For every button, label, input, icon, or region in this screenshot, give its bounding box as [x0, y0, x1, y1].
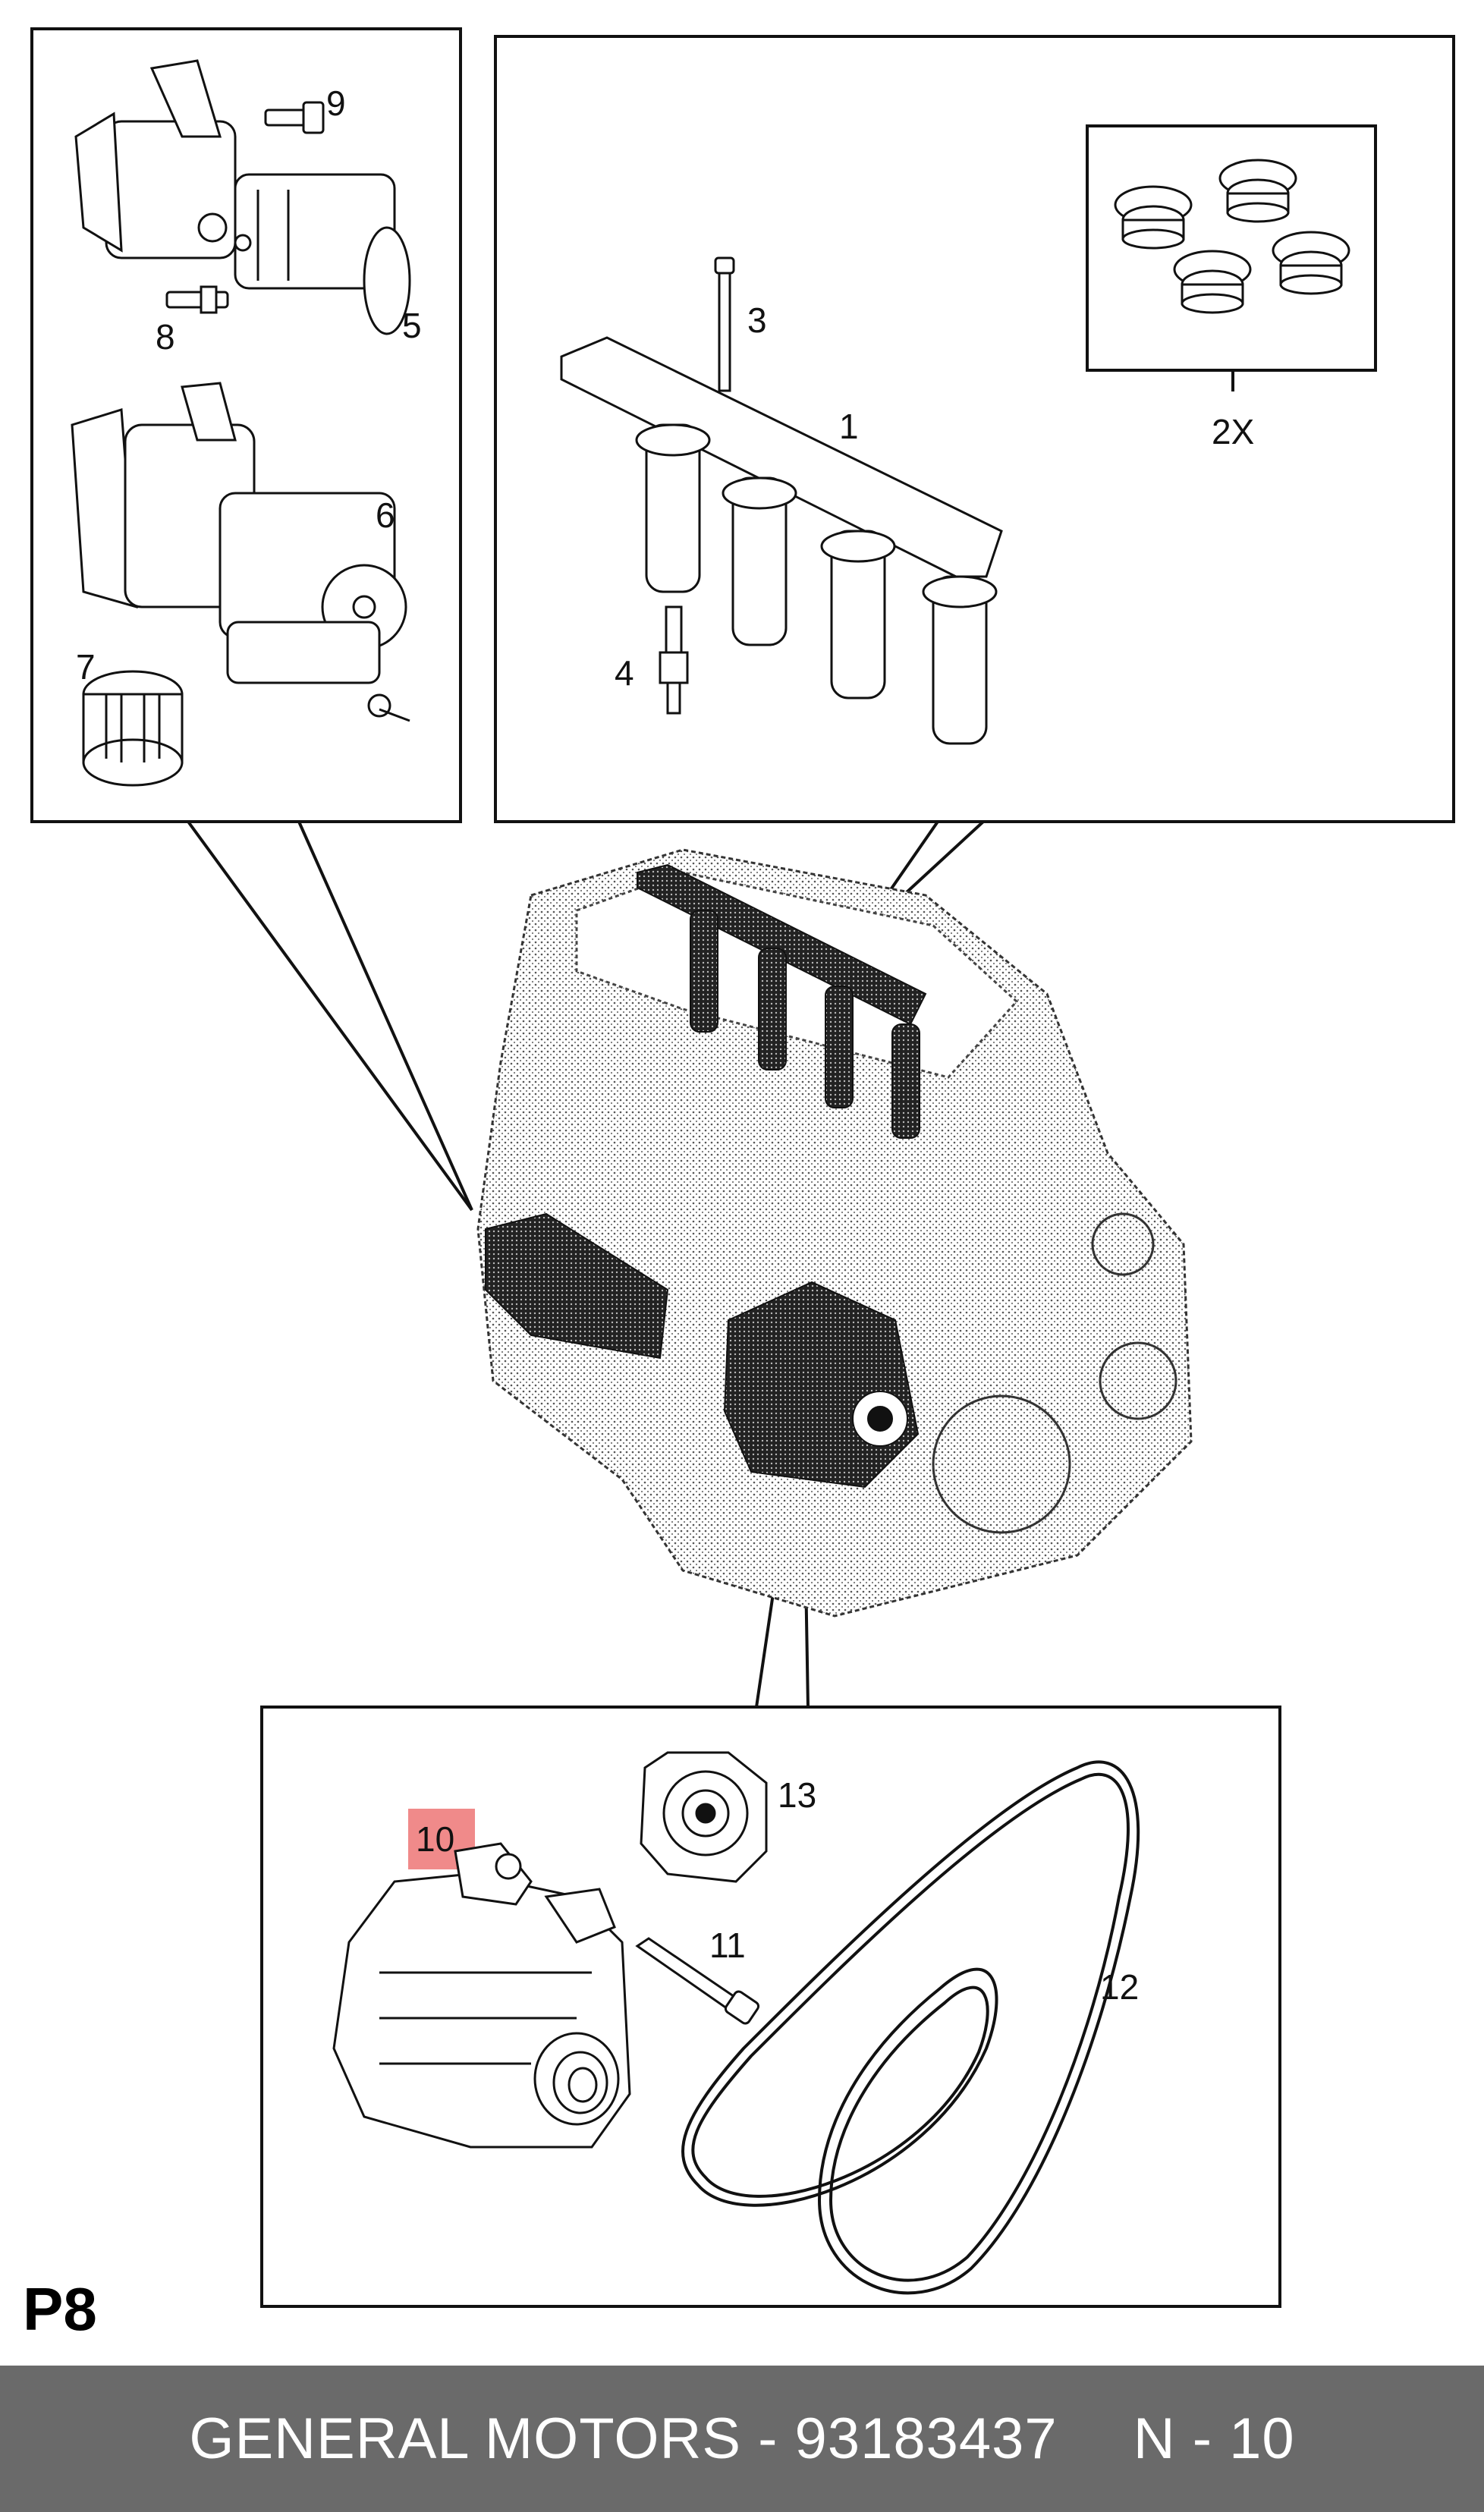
- footer-ref: N - 10: [1133, 2407, 1295, 2471]
- stud-8-drawing: [165, 285, 229, 314]
- callout-4: 4: [615, 653, 634, 693]
- footer-bar: GENERAL MOTORS - 93183437 N - 10: [0, 2366, 1484, 2512]
- spark-plug-4-drawing: [659, 605, 689, 715]
- bolt-3-drawing: [714, 256, 735, 392]
- engine-starter-highlight: [485, 1212, 669, 1360]
- callout-10: 10: [416, 1819, 454, 1859]
- callout-9: 9: [326, 83, 346, 123]
- idler-pulley: [1091, 1212, 1155, 1276]
- parts-diagram: 9 5 8 6 7: [30, 27, 1455, 2308]
- alternator-panel: 10 13 11 12: [260, 1706, 1281, 2308]
- alternator-panel-frame: [260, 1706, 1281, 2308]
- crank-pulley: [932, 1394, 1071, 1534]
- tensioner-13-drawing: [640, 1751, 768, 1883]
- bolt-9-drawing: [264, 101, 325, 134]
- ignition-panel-frame: [494, 35, 1455, 823]
- bolt-11-drawing: [635, 1937, 760, 2025]
- ignition-coil-1-drawing: [560, 336, 1003, 745]
- drive-belt-12-drawing: [681, 1760, 1140, 2295]
- seal-rings-drawing: [1114, 159, 1350, 314]
- alternator-10-drawing: [332, 1842, 631, 2149]
- callout-3: 3: [747, 300, 767, 340]
- callout-13: 13: [778, 1775, 816, 1815]
- callout-8: 8: [156, 317, 175, 357]
- callout-6: 6: [376, 495, 395, 535]
- starter-motor-5-drawing: [74, 59, 411, 335]
- callout-2x: 2X: [1212, 412, 1254, 451]
- footer-brand-part: GENERAL MOTORS - 93183437: [189, 2407, 1058, 2471]
- engine-alternator-highlight: [723, 1281, 920, 1489]
- callout-7: 7: [76, 647, 96, 687]
- pinion-gear-7-drawing: [82, 670, 184, 787]
- callout-1: 1: [839, 407, 859, 446]
- starter-panel-frame: [30, 27, 462, 823]
- page-code: P8: [23, 2275, 97, 2343]
- callout-5: 5: [402, 306, 422, 345]
- starter-motor-6-drawing: [71, 382, 410, 722]
- callout-11: 11: [709, 1926, 746, 1965]
- ignition-panel: 3 1 2X 4: [494, 35, 1455, 823]
- callout-12: 12: [1100, 1967, 1139, 2007]
- aux-pulley: [1099, 1341, 1177, 1420]
- engine-coil-highlight: [637, 863, 927, 1139]
- engine-assembly-drawing: [476, 848, 1193, 1618]
- starter-panel: 9 5 8 6 7: [30, 27, 462, 823]
